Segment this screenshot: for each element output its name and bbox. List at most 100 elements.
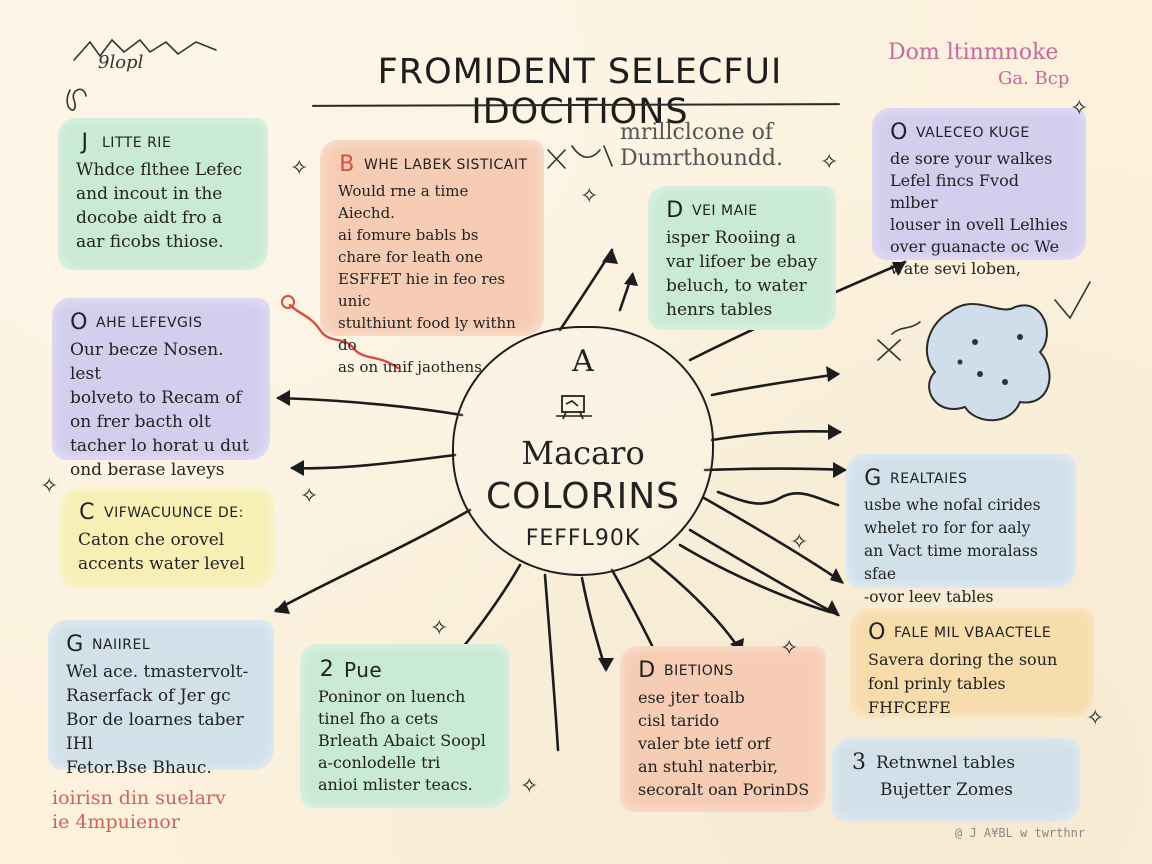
card-heading: BIETIONS	[664, 663, 734, 679]
scribble-top-right-line1: Dom ltinmnoke	[888, 40, 1059, 65]
card-heading: REALTAIES	[890, 471, 968, 487]
arrowhead-right-4	[830, 568, 844, 584]
arrowhead-right-3	[833, 462, 847, 478]
card-body: Would rne a time Aiechd. ai fomure babls…	[338, 182, 516, 376]
connector-right-5	[688, 528, 840, 617]
connector-wave	[716, 490, 840, 507]
card-heading: LITTE RIE	[102, 135, 172, 151]
scribble-middle: mrillclcone of Dumrthoundd.	[620, 120, 783, 172]
scribble-line-top-left	[73, 38, 217, 61]
card-marker: G	[66, 632, 84, 657]
star-doodle-3: ✧	[430, 616, 449, 641]
scribble-bottom-left-line2: ie 4mpuienor	[52, 811, 180, 833]
card-body: Whdce flthee Lefec and incout in the doc…	[76, 160, 243, 252]
card-heading: FALE MIL VBAACTELE	[894, 625, 1052, 641]
card-body: ese jter toalb cisl tarido valer bte iet…	[638, 688, 810, 799]
card-marker: D	[638, 658, 656, 683]
scribble-bottom-left-line1: ioirisn din suelarv	[52, 787, 226, 809]
card-orange-right: O FALE MIL VBAACTELE Savera doring the so…	[850, 608, 1094, 718]
star-doodle-5: ✧	[790, 530, 809, 555]
central-hub: A Macaro COLORINS FEFFL90K	[452, 326, 714, 576]
arrowhead-up-center	[602, 248, 618, 264]
card-body: usbe whe nofal cirides whelet ro for for…	[864, 496, 1041, 606]
arrowhead-down-3	[598, 658, 614, 672]
scribble-top-right: Dom ltinmnoke Ga. Bcp	[888, 40, 1069, 92]
card-marker: G	[864, 466, 882, 491]
star-doodle-9: ✧	[580, 184, 599, 209]
card-top-left: J LITTE RIE Whdce flthee Lefec and incout…	[58, 118, 268, 270]
star-doodle-7: ✧	[1070, 96, 1089, 121]
star-doodle-4: ✧	[520, 774, 539, 799]
arrowhead-right-2	[828, 424, 842, 440]
star-doodle-10: ✧	[1086, 706, 1105, 731]
card-body: Caton che orovel accents water level	[78, 530, 245, 574]
scribble-cross-mid	[547, 145, 613, 169]
card-heading: WHE LABEK SISTICAIT	[364, 157, 528, 173]
scribble-top-right-line2: Ga. Bcp	[998, 68, 1070, 89]
cloud-blob	[925, 302, 1051, 422]
card-marker: O	[70, 310, 88, 335]
hub-line-1: Macaro	[521, 434, 645, 472]
card-bottom-center-right: D BIETIONS ese jter toalb cisl tarido val…	[620, 646, 826, 812]
arrowhead-right-1	[826, 366, 840, 382]
connector-left-upper	[276, 396, 464, 417]
star-doodle-8: ✧	[820, 150, 839, 175]
card-top-center-right: D VEI MAIE isper Rooiing a var lifoer be …	[648, 186, 836, 330]
star-doodle-6: ✧	[780, 636, 799, 661]
arrowhead-left-3	[274, 600, 290, 614]
hub-line-2: COLORINS	[486, 476, 680, 517]
arrowhead-up-mini	[624, 272, 638, 286]
connector-down-5	[648, 556, 742, 652]
card-marker: J	[81, 130, 89, 155]
card-body: Bujetter Zomes	[880, 780, 1013, 800]
card-top-center-left: B WHE LABEK SISTICAIT Would rne a time Ai…	[320, 140, 544, 376]
card-body: isper Rooiing a var lifoer be ebay beluc…	[666, 228, 818, 320]
connector-left-lower	[274, 508, 472, 612]
hub-line-3: FEFFL90K	[525, 526, 641, 551]
scribble-loop-top-left	[66, 88, 87, 111]
card-heading: VALECEO KUGE	[916, 125, 1030, 141]
connector-right-3	[703, 467, 847, 472]
card-heading: VIFWACUUNCE DE:	[104, 505, 244, 521]
scribble-bottom-left: ioirisn din suelarv ie 4mpuienor	[52, 786, 226, 834]
artist-credit: @ J A¥BL w twrthnr	[955, 826, 1086, 840]
card-body: Wel ace. tmastervolt- Raserfack of Jer g…	[66, 662, 249, 778]
connector-right-2	[710, 429, 842, 442]
connector-right-1	[710, 372, 840, 397]
card-body: Savera doring the soun fonl prinly table…	[868, 650, 1058, 717]
card-middle-left: O AHE LEFEVGIS Our becze Nosen. lest bolv…	[52, 298, 270, 480]
card-marker: O	[868, 620, 886, 645]
arrowhead-up-right	[892, 262, 906, 276]
scribble-top-left-text: 9lopl	[98, 52, 144, 73]
scribble-cross-blob	[877, 321, 921, 361]
connector-right-4	[702, 496, 844, 584]
arrowhead-right-5	[826, 600, 840, 616]
scribble-check-right	[1054, 281, 1091, 320]
connector-left-arrow	[290, 453, 457, 470]
card-heading: VEI MAIE	[692, 203, 758, 219]
card-marker: B	[339, 152, 355, 177]
card-heading: Retnwnel tables	[876, 753, 1016, 773]
scribble-top-left: 9lopl	[70, 38, 143, 73]
card-marker: D	[666, 198, 684, 223]
red-squiggle	[288, 303, 400, 370]
card-heading: AHE LEFEVGIS	[96, 315, 203, 331]
card-body: Our becze Nosen. lest bolveto to Recam o…	[70, 340, 249, 480]
card-marker: 3	[852, 750, 866, 775]
star-doodle-1: ✧	[40, 474, 59, 499]
hub-letter: A	[572, 344, 594, 379]
arrowhead-left-2	[290, 460, 304, 476]
card-bottom-right: 3 Retnwnel tables Bujetter Zomes	[832, 738, 1080, 822]
star-doodle-2: ✧	[300, 484, 319, 509]
card-marker: O	[890, 120, 908, 145]
connector-down-2	[543, 573, 560, 752]
card-top-right: O VALECEO KUGE de sore your walkes Lefel …	[872, 108, 1086, 278]
arrowhead-left-1	[276, 390, 290, 406]
card-body: de sore your walkes Lefel fincs Fvod mlb…	[890, 149, 1068, 278]
card-marker: 2	[319, 657, 335, 682]
connector-right-6	[678, 543, 832, 614]
